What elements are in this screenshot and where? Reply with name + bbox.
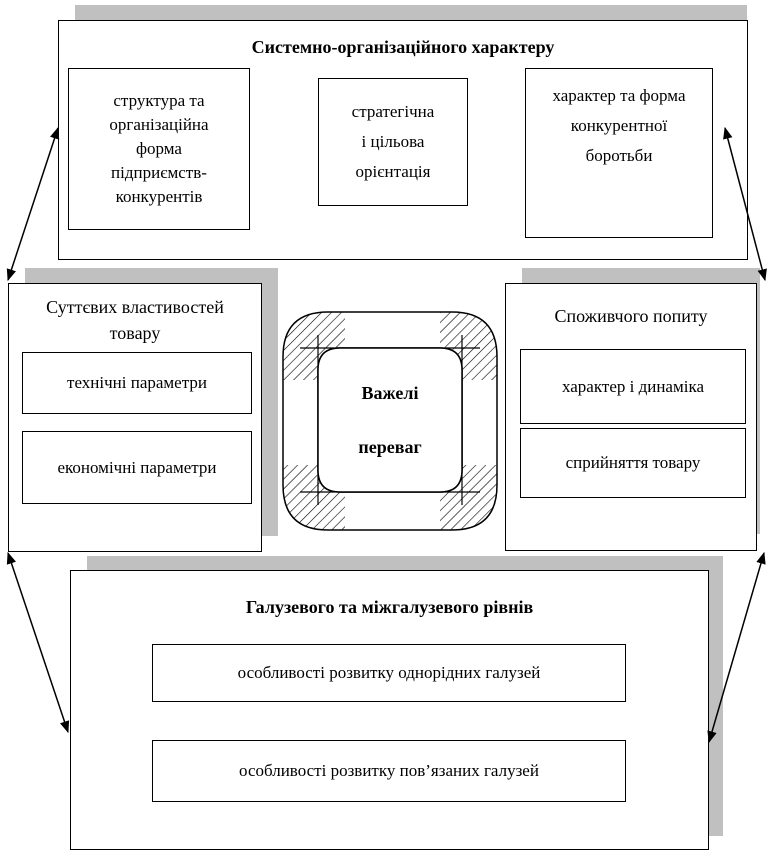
left-item-technical: технічні параметри: [22, 352, 252, 414]
top-subbox-competition-line: боротьби: [585, 146, 653, 165]
bottom-item-related-label: особливості розвитку пов’язаних галузей: [239, 761, 539, 780]
top-block-title: Системно-організаційного характеру: [251, 37, 555, 57]
top-subbox-competition-line: конкурентної: [570, 116, 668, 135]
top-subbox-structure-line: структура та: [113, 91, 205, 110]
top-subbox-competition-line: характер та форма: [552, 86, 686, 105]
center-label-line: Важелі: [361, 383, 419, 403]
top-subbox-structure-line: форма: [136, 139, 182, 158]
left-block-title-line: Суттєвих властивостей: [46, 297, 224, 317]
top-subbox-structure-line: підприємств-: [111, 163, 207, 182]
center-label: Важелі переваг: [318, 366, 462, 474]
bottom-block-title: Галузевого та міжгалузевого рівнів: [245, 597, 534, 617]
right-block-title: Споживчого попиту: [554, 306, 708, 326]
right-item-perception: сприйняття товару: [520, 428, 746, 498]
top-subbox-strategy: стратегічна і цільова орієнтація: [318, 78, 468, 206]
bottom-block: Галузевого та міжгалузевого рівнів: [70, 570, 709, 850]
right-item-dynamics: характер і динаміка: [520, 349, 746, 424]
right-item-dynamics-label: характер і динаміка: [561, 376, 705, 396]
top-subbox-structure-line: конкурентів: [115, 187, 203, 206]
top-subbox-strategy-line: орієнтація: [355, 162, 431, 181]
left-block-title-line: товару: [109, 323, 161, 343]
bottom-item-related: особливості розвитку пов’язаних галузей: [152, 740, 626, 802]
bottom-item-homogeneous: особливості розвитку однорідних галузей: [152, 644, 626, 702]
left-item-economic: економічні параметри: [22, 431, 252, 504]
center-label-line: переваг: [358, 437, 422, 457]
top-subbox-structure: структура та організаційна форма підприє…: [68, 68, 250, 230]
top-subbox-competition: характер та форма конкурентної боротьби: [525, 68, 713, 238]
top-subbox-strategy-line: стратегічна: [351, 102, 435, 121]
arrow-bottom-left: [6, 551, 70, 734]
right-item-perception-label: сприйняття товару: [565, 453, 701, 472]
arrow-top-left: [6, 126, 60, 282]
left-block-title: Суттєвих властивостей товару: [9, 294, 261, 346]
left-item-economic-label: економічні параметри: [57, 457, 217, 477]
top-subbox-strategy-line: і цільова: [361, 132, 425, 151]
top-subbox-structure-line: організаційна: [109, 115, 209, 134]
left-item-technical-label: технічні параметри: [67, 373, 207, 392]
bottom-item-homogeneous-label: особливості розвитку однорідних галузей: [237, 663, 541, 682]
left-block: Суттєвих властивостей товару: [8, 283, 262, 552]
